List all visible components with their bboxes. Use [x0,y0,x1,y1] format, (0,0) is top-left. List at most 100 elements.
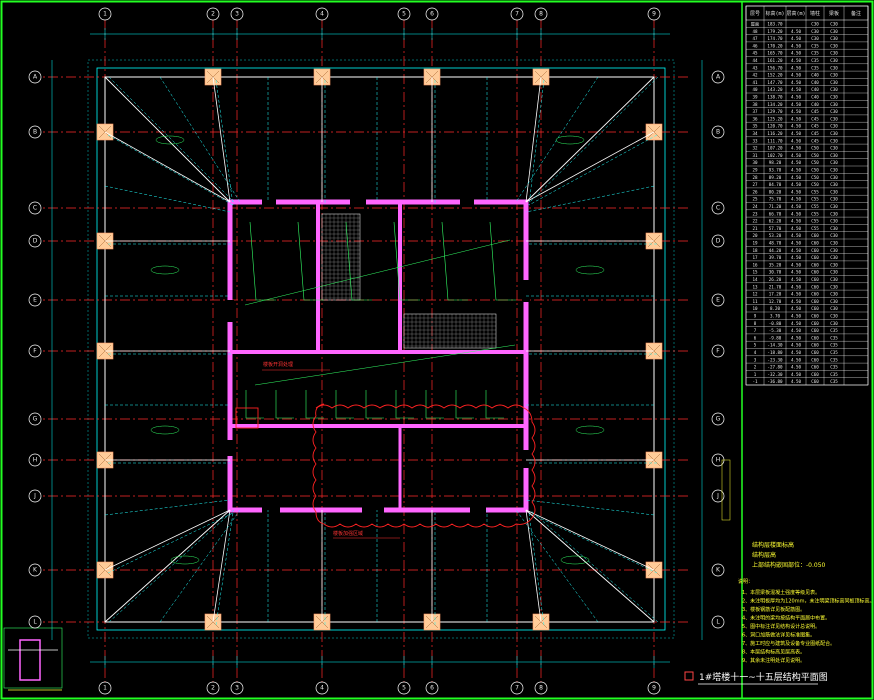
core-wall [227,199,529,513]
table-cell: C60 [811,241,819,246]
table-cell: 147.70 [767,80,783,85]
rebar-mark [245,390,264,419]
wall-opening [226,440,234,456]
grid-bubble-label-top: 4 [320,685,324,692]
table-cell: C30 [830,292,838,297]
table-header-cell: 墙柱 [810,10,820,17]
table-cell: 4.50 [791,124,802,129]
table-cell: 4.50 [791,241,802,246]
table-cell: C40 [811,87,819,92]
table-border [745,5,869,386]
table-cell: 3.70 [770,314,781,319]
table-cell: 102.70 [767,153,783,158]
table-cell: 4.50 [791,292,802,297]
grid-bubble-icon [647,681,661,695]
table-cell: 12.70 [769,299,782,304]
table-cell: 48 [752,29,758,34]
grid-bubble-label-side: C [33,205,37,212]
table-cell: 4.50 [791,335,802,340]
table-cell: -14.30 [767,343,783,348]
grid-bubble-label-side: J [716,493,719,500]
rebar-mark [393,221,420,301]
table-cell: 4.50 [791,219,802,224]
table-cell: C30 [830,284,838,289]
table-cell: 93.70 [769,168,782,173]
grid-bubble-label-side: K [716,567,721,574]
rebar-mark [365,390,384,419]
note-line: 7、施工时应与建筑及设备专业图纸配合。 [742,640,835,647]
table-cell: 20 [752,233,758,238]
stair-area [403,313,497,349]
table-cell: 2 [754,365,757,370]
annotation-reinforce: 楼板加强区域 [333,530,363,537]
table-cell: 3 [754,357,757,362]
table-cell: 4.50 [791,131,802,136]
grid-bubble-icon [711,293,725,307]
table-cell: C30 [830,51,838,56]
section-detail [3,627,63,691]
table-cell: -18.80 [767,350,783,355]
table-cell: 34 [752,131,758,136]
grid-bubble-label-side: K [33,567,38,574]
corner-beam [104,509,231,623]
detail-frame [3,627,63,689]
slab-tag [155,135,185,145]
grid-bubble-label-side: J [33,493,36,500]
grid-bubble-label-top: 8 [539,11,543,18]
table-cell: 35 [752,124,758,129]
note-line: 3、楼板钢筋详见板配筋图。 [742,606,805,613]
grid-bubble-label-side: B [33,129,37,136]
rebar-mark [345,221,372,301]
table-cell: 4.50 [791,255,802,260]
table-cell: 4.50 [791,204,802,209]
wall-opening [262,506,280,514]
table-cell: 4.50 [791,175,802,180]
table-cell: C30 [830,116,838,121]
table-cell: C30 [830,204,838,209]
secondary-beam [104,185,231,213]
table-cell: -23.30 [767,357,783,362]
table-cell: C30 [830,255,838,260]
secondary-beam [525,499,655,516]
table-cell: C60 [811,255,819,260]
floor-beam [525,509,542,623]
table-cell: 17 [752,255,758,260]
table-cell: C60 [811,372,819,377]
slab-edge [96,67,666,631]
table-cell: -1 [752,379,758,384]
notes-list: 1、本层梁板混凝土强度等级见表。2、未注明板厚均为120mm，未注明梁顶标高同板… [742,589,874,664]
revision-cloud [312,403,536,528]
floor-beam-outline [215,512,234,626]
table-cell: C60 [811,248,819,253]
rebar-mark [275,390,294,419]
wall-opening [362,506,384,514]
rebar-mark [305,390,324,419]
table-cell: C60 [811,328,819,333]
grid-bubble-label-top: 2 [211,685,215,692]
corner-beam [525,76,655,203]
table-cell: C30 [830,29,838,34]
side-label-box [721,459,731,521]
table-cell: 4.50 [791,314,802,319]
table-cell: 4.50 [791,270,802,275]
note-line: 6、洞口加筋做法详见标准图集。 [742,632,815,639]
table-cell: 屋面 [751,22,759,28]
table-cell: C30 [830,73,838,78]
table-cell: 98.20 [769,160,782,165]
table-cell: 4.50 [791,357,802,362]
table-cell: -9.80 [769,335,782,340]
table-cell: 152.20 [767,73,783,78]
grid-bubble-label-side: H [716,457,721,464]
slab-tag [150,265,180,275]
table-cell: 35.20 [769,262,782,267]
secondary-beam [159,509,241,623]
table-cell: C60 [811,306,819,311]
grid-bubble-icon [647,7,661,21]
table-cell: 4.50 [791,153,802,158]
notes-heading: 说明： [738,578,753,585]
table-cell: 43 [752,65,758,70]
table-cell: 11 [752,299,758,304]
grid-bubble-icon [28,563,42,577]
corner-beam-outline [529,509,659,623]
